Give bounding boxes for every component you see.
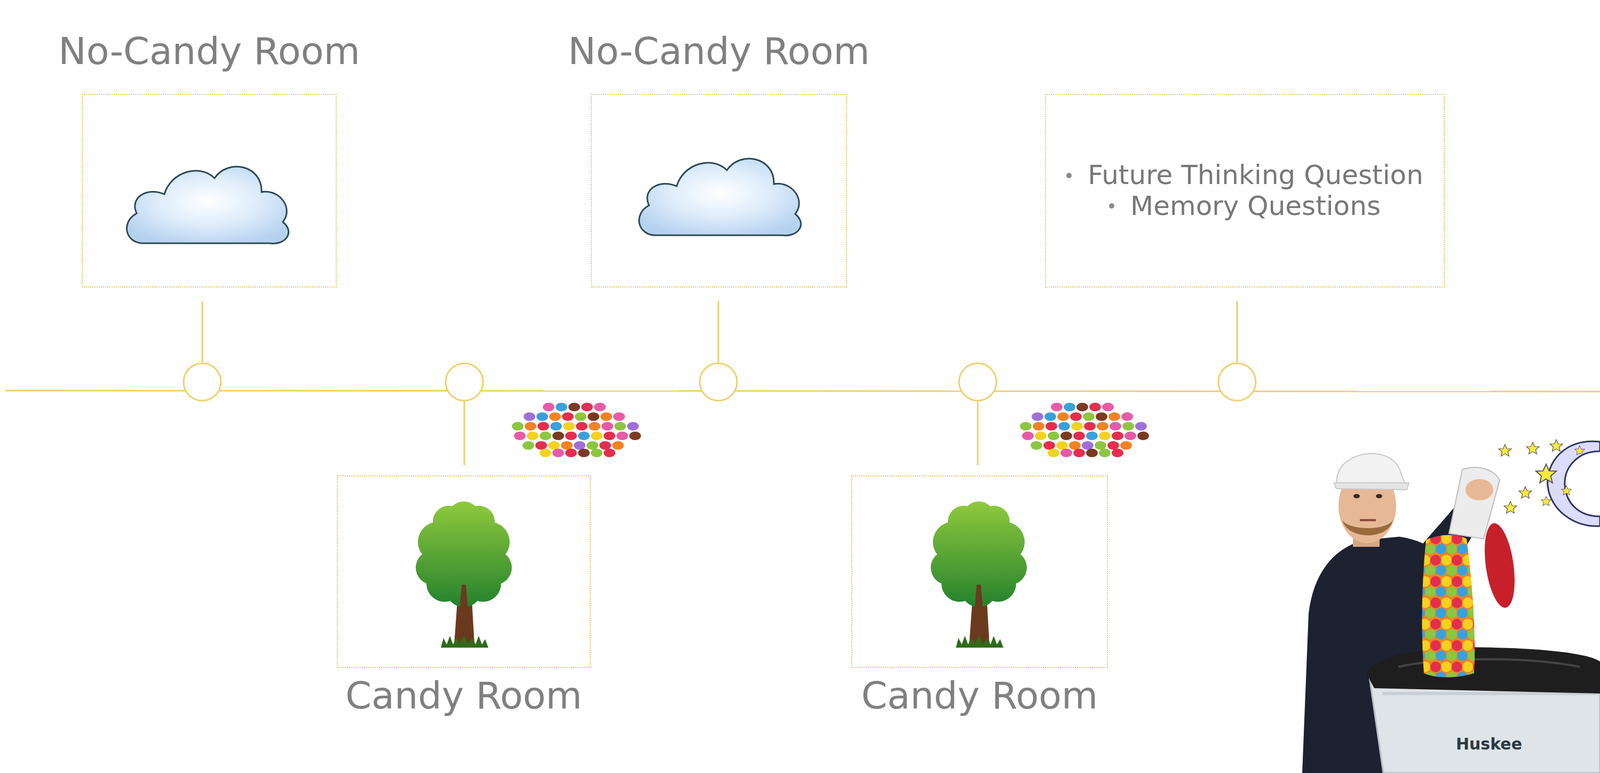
worker-figure — [1334, 482, 1409, 490]
bullet-dot — [1066, 172, 1072, 179]
timeline-tick — [201, 301, 204, 363]
night-sky — [1535, 464, 1557, 483]
room-heading: No-Candy Room — [567, 28, 870, 74]
night-sky — [1574, 445, 1585, 456]
cloud-icon — [126, 158, 801, 244]
night-sky — [1503, 501, 1517, 514]
timeline-tick — [1236, 301, 1239, 363]
worker-figure — [1465, 479, 1494, 501]
timeline-tick — [463, 401, 466, 466]
night-sky — [1518, 486, 1532, 499]
room-box: No-Candy Room — [590, 93, 847, 288]
timeline-circle — [183, 363, 1256, 401]
question-box: Future Thinking QuestionMemory Questions — [1044, 93, 1445, 288]
candy-pile — [511, 402, 1150, 458]
question-text: Future Thinking Question — [1087, 160, 1424, 192]
tree-icon — [415, 501, 1027, 648]
room-box: Candy Room — [336, 475, 591, 669]
trash-bin — [1366, 647, 1600, 773]
worker-figure — [1479, 521, 1520, 611]
cloud-icon — [126, 166, 289, 244]
question-text: Memory Questions — [1130, 191, 1381, 223]
night-sky — [1498, 444, 1512, 457]
room-heading: Candy Room — [345, 673, 583, 719]
room-box: No-Candy Room — [81, 93, 337, 288]
timeline-circle — [183, 363, 221, 401]
timeline-circle — [959, 363, 997, 401]
timeline-circle — [699, 363, 738, 401]
timeline-circle — [1218, 363, 1256, 401]
bullet-item: Future Thinking Question — [1066, 160, 1424, 192]
timeline-circle — [445, 363, 483, 401]
timeline-tick — [977, 401, 979, 466]
room-box: Candy Room — [851, 475, 1108, 669]
worker-figure — [1359, 519, 1376, 522]
worker-figure — [1375, 494, 1383, 499]
night-sky — [1561, 485, 1572, 496]
worker-figure — [1336, 453, 1405, 483]
tree-icon — [930, 501, 1027, 648]
room-heading: Candy Room — [861, 673, 1099, 719]
cloud-icon — [638, 158, 801, 236]
timeline-tick — [717, 301, 720, 363]
worker-figure — [1353, 494, 1360, 499]
candy-stream — [1422, 535, 1476, 678]
trash-bin — [1366, 647, 1600, 694]
night-sky — [1549, 439, 1563, 452]
room-heading: No-Candy Room — [58, 28, 360, 74]
candy-stream — [1422, 535, 1476, 678]
timeline-tick — [202, 301, 1238, 466]
night-sky — [1547, 441, 1600, 527]
tree-icon — [415, 501, 512, 648]
night-sky — [1498, 439, 1600, 527]
night-sky — [1526, 442, 1540, 455]
worker-figure — [1342, 520, 1393, 536]
bullet-item: Memory Questions — [1109, 191, 1381, 223]
candy-pile — [1019, 402, 1150, 458]
brand-label: Huskee — [1455, 735, 1523, 754]
timeline — [5, 390, 1600, 392]
bullet-dot — [1109, 203, 1115, 209]
night-sky — [1540, 496, 1551, 506]
timeline — [5, 390, 1600, 392]
candy-pile — [511, 402, 641, 458]
